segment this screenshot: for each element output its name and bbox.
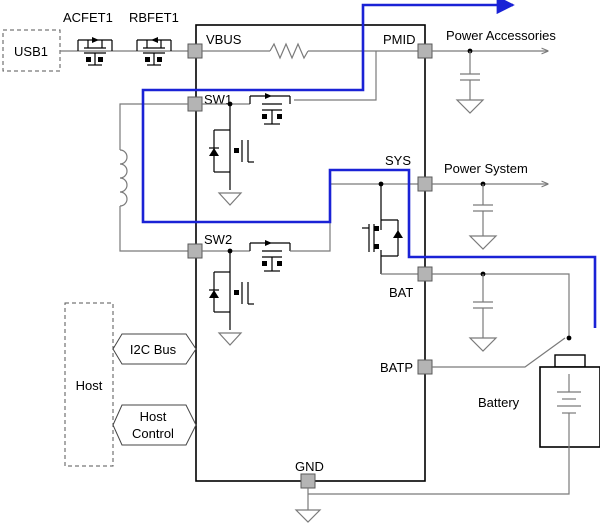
pin-bat-pad (417, 266, 433, 282)
host-control-label-line2: Control (132, 426, 174, 441)
sw2-low-side-fet (209, 248, 254, 346)
acfet1-symbol (77, 37, 113, 66)
battery-symbol (539, 354, 600, 448)
sense-resistor (269, 42, 309, 60)
pin-batp-pad (417, 359, 433, 375)
pin-sw1-pad (187, 96, 203, 112)
current-path-line (141, 0, 597, 328)
sw1-low-side-fet (209, 101, 254, 206)
usb1-label: USB1 (14, 44, 48, 59)
i2c-bus-label: I2C Bus (130, 342, 177, 357)
host-control-label-line1: Host (140, 409, 167, 424)
pin-sw2-label: SW2 (204, 232, 232, 247)
pin-gnd-pad (300, 473, 316, 489)
acfet1-label: ACFET1 (63, 10, 113, 25)
power-accessories-label: Power Accessories (446, 28, 556, 43)
chip-body (195, 24, 426, 482)
host-box (64, 302, 114, 467)
power-system-label: Power System (444, 161, 528, 176)
pin-pmid-pad (417, 43, 433, 59)
rbfet1-label: RBFET1 (129, 10, 179, 25)
i2c-bus-connector (112, 333, 197, 365)
sw2-high-side-fet (249, 240, 291, 272)
pin-sys-label: SYS (385, 153, 411, 168)
inductor (119, 149, 128, 207)
gnd-symbol (294, 509, 322, 523)
host-label: Host (76, 378, 103, 393)
battery-label: Battery (478, 395, 520, 410)
host-control-connector (112, 404, 197, 446)
sys-capacitor (468, 181, 498, 250)
pin-vbus-label: VBUS (206, 32, 242, 47)
rbfet1-symbol (136, 37, 172, 66)
pin-pmid-label: PMID (383, 32, 416, 47)
usb1-source-box (2, 29, 61, 72)
pin-sw1-label: SW1 (204, 92, 232, 107)
pin-sw2-pad (187, 243, 203, 259)
pmid-capacitor (455, 48, 485, 114)
pin-batp-label: BATP (380, 360, 413, 375)
bat-capacitor (468, 271, 498, 352)
battery-fet (362, 184, 403, 274)
pin-gnd-label: GND (295, 459, 324, 474)
sw1-high-side-fet (249, 93, 291, 125)
pin-vbus-pad (187, 43, 203, 59)
pin-sys-pad (417, 176, 433, 192)
pin-bat-label: BAT (389, 285, 413, 300)
